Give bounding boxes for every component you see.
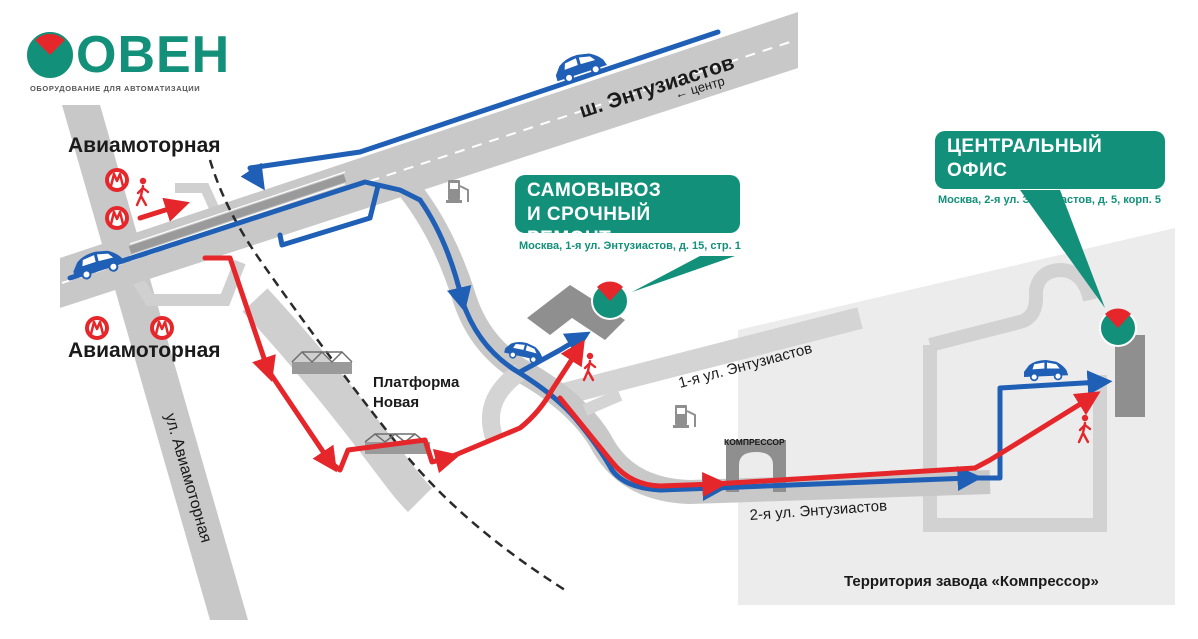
metro-station-top-label: Авиамоторная: [68, 134, 221, 157]
pickup-title-line2: И СРОЧНЫЙ РЕМОНТ: [527, 204, 651, 249]
factory-territory: [738, 228, 1175, 605]
metro-icon: [85, 316, 109, 340]
pickup-callout: САМОВЫВОЗ И СРОЧНЫЙ РЕМОНТ: [515, 175, 740, 249]
pedestrian-icon: [1077, 414, 1092, 444]
service-road-2: [175, 183, 220, 213]
car-icon: [1024, 360, 1069, 382]
territory-label: Территория завода «Компрессор»: [844, 573, 1099, 590]
platform-label-line1: Платформа: [373, 374, 460, 391]
pickup-callout-pointer: [632, 256, 735, 292]
metro-icon: [150, 316, 174, 340]
walk-route: [137, 197, 1101, 497]
metro-station-bottom-label: Авиамоторная: [68, 339, 221, 362]
fuel-station-icon: [673, 405, 696, 428]
pickup-address: Москва, 1-я ул. Энтузиастов, д. 15, стр.…: [519, 240, 741, 252]
railway-line: [208, 159, 566, 592]
platform-label-line2: Новая: [373, 394, 420, 411]
road-street-1: [557, 307, 863, 406]
fuel-station-icon: [446, 180, 469, 203]
location-marker-icon: [591, 281, 629, 320]
overpass: [128, 174, 347, 254]
office-title-line1: ЦЕНТРАЛЬНЫЙ: [947, 136, 1103, 157]
road-branch-2: [582, 389, 623, 416]
pedestrian-icon: [582, 352, 597, 382]
kompressor-gate: [726, 440, 786, 492]
road-branch: [481, 364, 526, 444]
car-icon: [555, 53, 607, 83]
office-building: [1115, 335, 1145, 417]
rail-bridge-upper: [291, 350, 353, 374]
road-aviamotornaya: [62, 105, 248, 620]
pickup-building: [527, 285, 625, 340]
overpass-rail: [129, 171, 346, 257]
office-callout-pointer: [1020, 190, 1105, 308]
metro-icon: [105, 168, 129, 192]
metro-icon: [105, 206, 129, 230]
car-icon: [73, 250, 125, 280]
office-address: Москва, 2-я ул. Энтузиастов, д. 5, корп.…: [938, 194, 1161, 206]
office-callout: ЦЕНТРАЛЬНЫЙ ОФИС: [935, 131, 1165, 189]
territory-road: [923, 262, 1107, 532]
logo-tagline: ОБОРУДОВАНИЕ ДЛЯ АВТОМАТИЗАЦИИ: [30, 84, 201, 93]
owen-logo-icon: [27, 32, 73, 78]
logo-wordmark: ОВЕН: [76, 26, 231, 84]
gate-label: КОМПРЕССОР: [724, 437, 785, 447]
location-marker-icon: [1099, 308, 1137, 347]
car-icon: [504, 341, 543, 364]
pickup-title-line1: САМОВЫВОЗ: [527, 180, 662, 201]
car-route: [67, 29, 1113, 501]
service-road: [124, 259, 246, 306]
pedestrian-icon: [135, 177, 150, 207]
office-title-line2: ОФИС: [947, 160, 1008, 181]
